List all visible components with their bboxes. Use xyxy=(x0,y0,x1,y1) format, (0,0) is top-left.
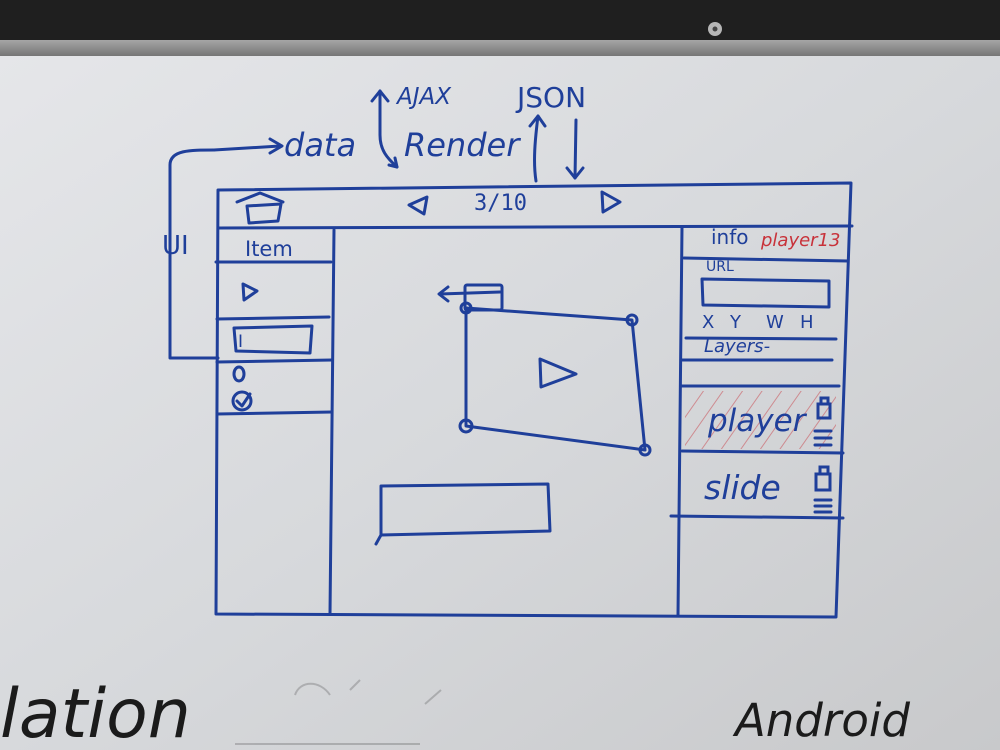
right-panel-row-5 xyxy=(680,449,845,455)
info-label: info xyxy=(711,225,749,249)
drag-handle-icon[interactable] xyxy=(813,498,833,514)
layer-player-controls xyxy=(813,396,833,447)
layer-player-label[interactable]: player xyxy=(707,403,808,439)
field-h: H xyxy=(800,312,814,333)
resize-handle-line xyxy=(438,290,502,296)
right-panel-row-6 xyxy=(669,514,845,520)
small-control-box[interactable] xyxy=(463,283,504,312)
annotation-ajax: AJAX xyxy=(395,84,452,110)
home-icon[interactable] xyxy=(235,191,285,225)
json-down-head xyxy=(565,166,585,180)
app-wireframe xyxy=(214,181,854,619)
drag-handle-icon[interactable] xyxy=(813,429,833,447)
toolbar-divider xyxy=(216,224,854,230)
json-down-line xyxy=(573,118,578,180)
annotation-json: JSON xyxy=(515,81,586,114)
layer-slide-controls xyxy=(813,465,833,514)
field-x: X xyxy=(702,312,714,333)
erased-marks xyxy=(235,679,442,745)
bottom-left-text: lation xyxy=(0,675,191,750)
right-panel: info player13 URL X Y W H Layers- player… xyxy=(685,225,841,514)
erased-mark-2 xyxy=(349,679,361,691)
selected-layer-highlight xyxy=(685,391,836,449)
triangle-left-icon[interactable] xyxy=(407,195,429,216)
lock-icon[interactable] xyxy=(814,472,832,492)
annotation-data: data xyxy=(284,126,356,164)
right-panel-divider xyxy=(676,225,684,617)
caption-box-outline xyxy=(379,482,552,537)
layers-label: Layers- xyxy=(704,336,770,357)
lock-icon-shackle xyxy=(819,396,830,406)
annotation-lines xyxy=(168,89,585,360)
field-y: Y xyxy=(729,312,742,333)
data-arrow-head xyxy=(268,137,284,155)
left-panel-row-3 xyxy=(215,358,334,364)
erased-mark-1 xyxy=(294,682,331,696)
play-icon[interactable] xyxy=(241,282,259,302)
resize-handle-bottom-right[interactable] xyxy=(638,443,652,457)
caption-box-tail xyxy=(374,533,383,546)
page-indicator: 3/10 xyxy=(474,191,527,216)
resize-handle-top-left[interactable] xyxy=(459,301,473,315)
lock-icon[interactable] xyxy=(816,402,832,420)
left-panel-divider xyxy=(328,228,336,616)
canvas-stage-outline xyxy=(464,306,647,452)
field-w: W xyxy=(766,312,784,333)
resize-handle-top-right[interactable] xyxy=(625,313,639,327)
ajax-arrow-line xyxy=(378,89,399,169)
annotation-render: Render xyxy=(404,126,521,164)
erased-mark-3 xyxy=(424,689,442,705)
resize-handle-bottom-left[interactable] xyxy=(458,418,474,434)
json-up-line xyxy=(533,114,540,183)
left-panel: Item I xyxy=(231,237,293,412)
toolbar: 3/10 xyxy=(235,190,622,225)
left-input-value[interactable]: I xyxy=(238,332,243,352)
bottom-right-text: Android xyxy=(732,694,910,747)
right-panel-row-2 xyxy=(684,336,838,341)
app-window-outline xyxy=(214,181,853,619)
json-up-head xyxy=(528,114,547,128)
wall-screw-center xyxy=(712,26,718,32)
left-input-box xyxy=(232,324,314,355)
layer-slide-label[interactable]: slide xyxy=(704,468,781,507)
render-arrow-head xyxy=(387,156,399,169)
right-panel-row-1 xyxy=(682,256,850,263)
play-icon[interactable] xyxy=(538,357,578,389)
checkbox-icon[interactable] xyxy=(231,390,253,412)
left-panel-row-2 xyxy=(215,315,331,321)
whiteboard-top-frame xyxy=(0,40,1000,58)
url-label: URL xyxy=(706,259,734,275)
canvas-area xyxy=(437,283,652,457)
left-panel-row-4 xyxy=(215,410,334,416)
resize-arrow-icon[interactable] xyxy=(437,285,450,303)
info-value: player13 xyxy=(760,230,841,251)
lock-icon-shackle xyxy=(818,465,830,476)
annotation-ui: UI xyxy=(162,231,189,261)
data-arrow-line xyxy=(212,144,282,152)
radio-icon[interactable] xyxy=(232,365,246,383)
left-panel-item-label: Item xyxy=(245,237,293,261)
triangle-right-icon[interactable] xyxy=(600,190,622,214)
ajax-arrow-head xyxy=(370,89,390,103)
url-input-box xyxy=(700,277,831,309)
ui-data-bracket xyxy=(168,148,220,360)
